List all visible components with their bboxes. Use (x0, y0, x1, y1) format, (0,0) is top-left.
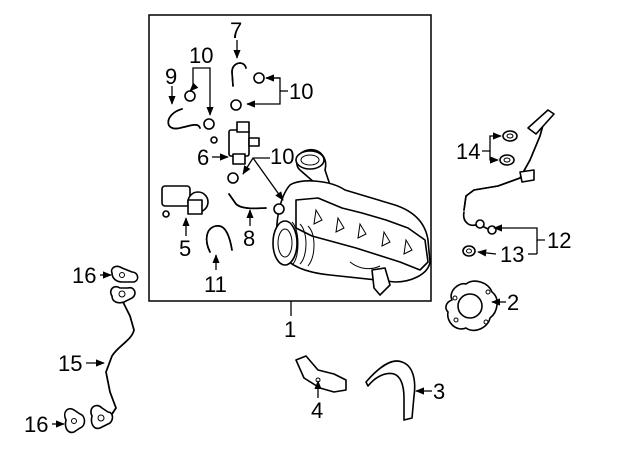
washer-part-14-upper (502, 130, 518, 142)
valve-part-6 (210, 121, 260, 165)
gasket-part-2 (445, 280, 498, 332)
valve-part-5 (161, 185, 209, 218)
callout-3: 3 (433, 379, 445, 404)
bracket-part-3 (365, 360, 416, 421)
oil-feed-line (462, 109, 555, 235)
callout-16-lower: 16 (24, 412, 48, 437)
hose-clamps (184, 72, 285, 215)
callout-13: 13 (500, 242, 524, 267)
callout-6: 6 (197, 145, 209, 170)
oil-return-line (90, 285, 136, 430)
assembly-frame (148, 14, 432, 302)
washer-part-13 (462, 245, 476, 257)
callout-16-upper: 16 (72, 263, 96, 288)
callout-1: 1 (284, 317, 296, 342)
turbocharger-assembly (272, 148, 431, 296)
callout-10-upper-right: 10 (289, 79, 313, 104)
hose-part-9 (167, 108, 201, 130)
gasket-part-16-lower (63, 407, 86, 434)
leader-lines (52, 40, 545, 428)
callout-7: 7 (230, 18, 242, 43)
callout-2: 2 (507, 290, 519, 315)
callout-12: 12 (547, 228, 571, 253)
callout-8: 8 (243, 226, 255, 251)
callout-5: 5 (179, 236, 191, 261)
callout-15: 15 (58, 351, 82, 376)
callout-10-middle: 10 (270, 144, 294, 169)
washer-part-14-lower (499, 154, 515, 166)
callout-11: 11 (204, 272, 227, 297)
heat-shield-part-4 (295, 355, 347, 393)
callout-9: 9 (165, 64, 177, 89)
callout-4: 4 (311, 398, 323, 423)
callout-numbers: 1 2 3 4 5 6 7 8 9 10 10 10 11 12 13 14 1… (24, 18, 571, 437)
callout-14: 14 (456, 139, 480, 164)
callout-10-upper-left: 10 (189, 43, 213, 68)
